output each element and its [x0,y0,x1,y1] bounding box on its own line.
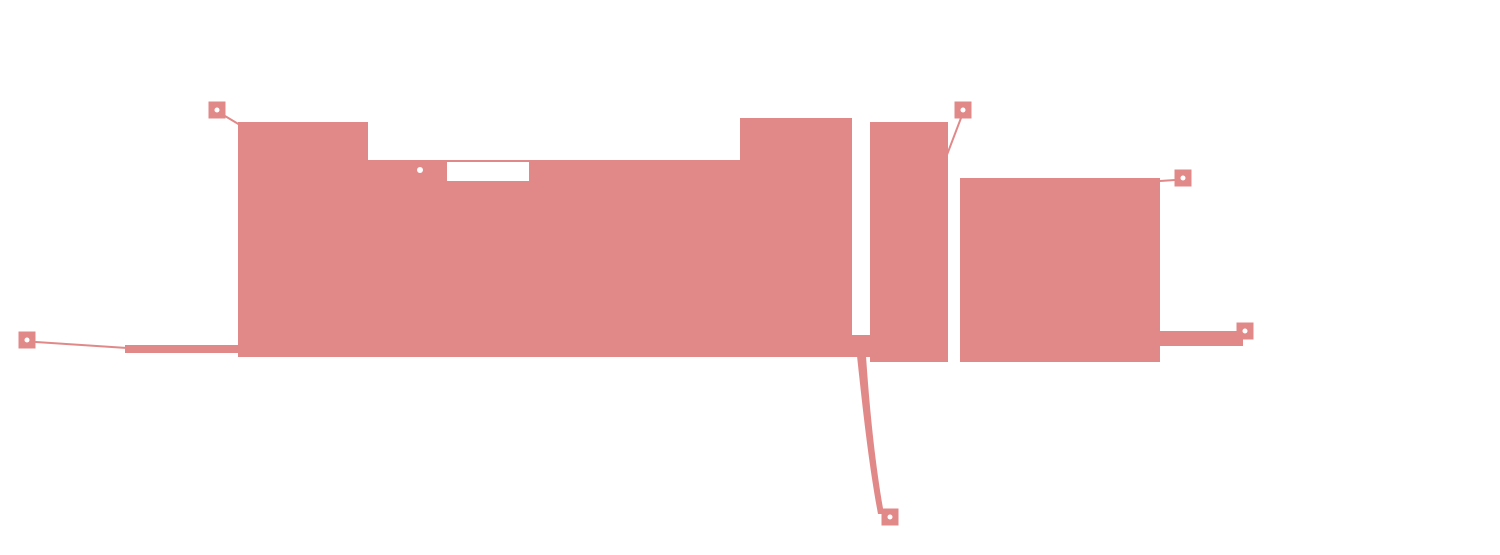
anchor-handle[interactable] [881,508,899,526]
anchor-handle[interactable] [1174,169,1192,187]
ink-shape [238,122,368,357]
handle-connector-line [1224,333,1239,339]
anchor-handle-dot [214,107,220,113]
ink-shape [852,335,870,357]
ink-cutout [417,167,423,173]
handle-connector-line [1159,179,1176,182]
handle-connector-line [35,341,128,349]
anchor-handle-dot [960,107,966,113]
ink-shape [857,356,884,514]
ink-shape [368,160,740,357]
ink-shape [1105,331,1243,346]
anchor-handle[interactable] [208,101,226,119]
anchor-handle-dot [887,514,893,520]
anchor-handle[interactable] [954,101,972,119]
handle-connector-line [944,117,962,161]
anchor-handle[interactable] [1236,322,1254,340]
anchor-handle-dot [1242,328,1248,334]
ink-shape [125,345,240,353]
anchor-handle[interactable] [18,331,36,349]
anchor-handle-dot [24,337,30,343]
handle-connector-line [224,115,246,129]
ink-cutout [447,162,529,181]
anchor-handle-dot [1180,175,1186,181]
ink-shape [870,122,948,362]
ink-shape [740,118,852,357]
